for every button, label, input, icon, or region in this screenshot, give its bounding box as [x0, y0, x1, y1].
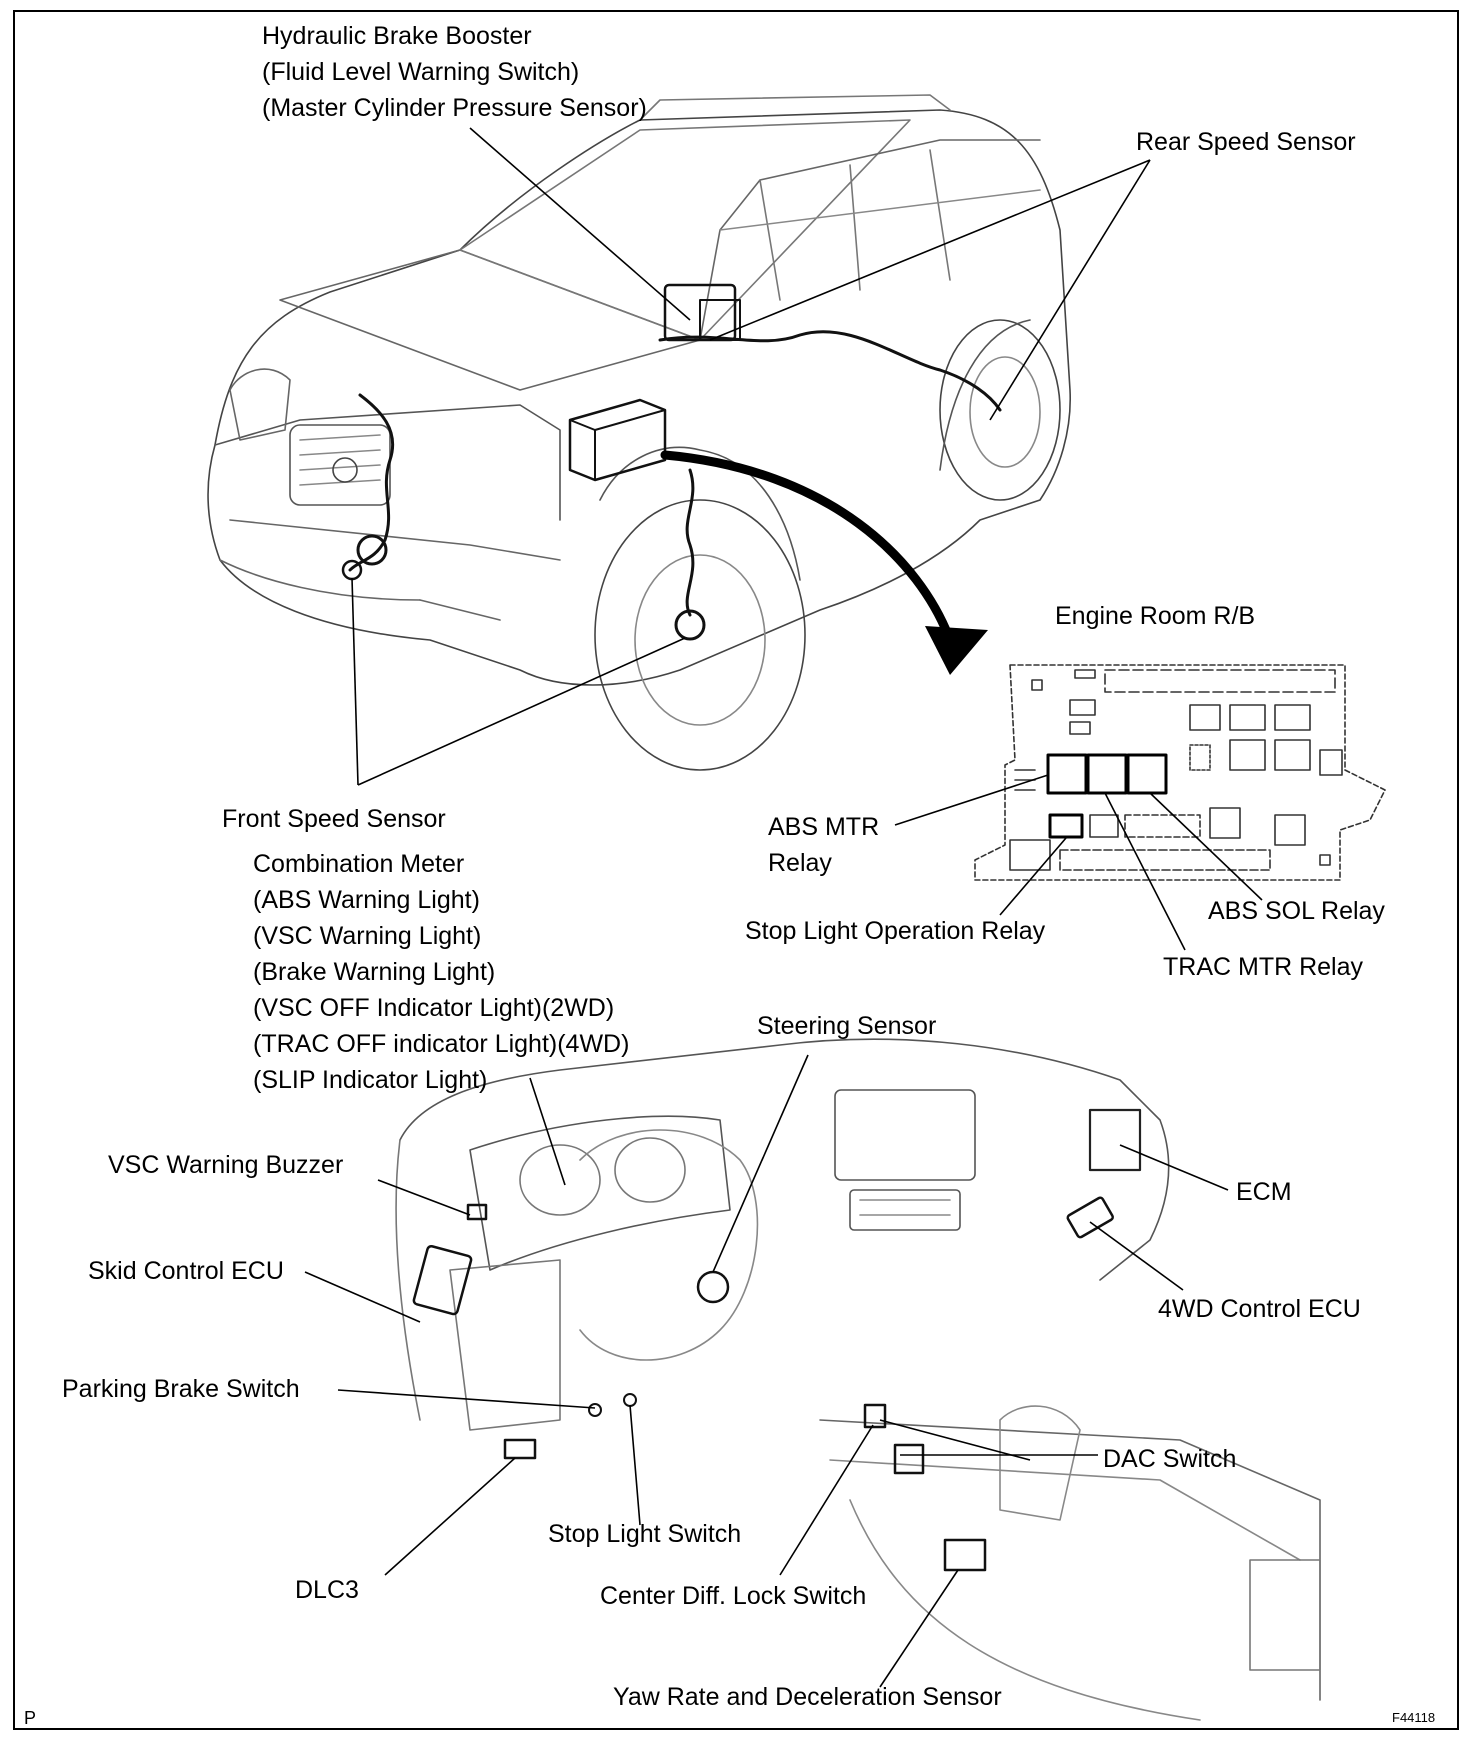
- dlc3-label: DLC3: [295, 1576, 359, 1604]
- 4wd-control-ecu-label: 4WD Control ECU: [1158, 1295, 1361, 1323]
- figure-code: F44118: [1392, 1710, 1436, 1725]
- interior-illustration: [395, 1038, 1321, 1721]
- skid-control-ecu-label: Skid Control ECU: [88, 1257, 284, 1285]
- abs-sol-relay-label: ABS SOL Relay: [1208, 897, 1385, 925]
- vehicle-illustration: [207, 94, 1072, 771]
- engine-room-rb-label: Engine Room R/B: [1055, 602, 1256, 630]
- rear-speed-sensor-label: Rear Speed Sensor: [1136, 128, 1356, 156]
- arrow-to-engine-room-rb: [660, 450, 988, 675]
- hydraulic-brake-booster-label: Hydraulic Brake Booster (Fluid Level War…: [262, 22, 647, 122]
- abs-mtr-relay-label: ABS MTR Relay: [768, 813, 880, 877]
- stop-light-operation-relay-label: Stop Light Operation Relay: [745, 917, 1046, 945]
- combination-meter-label: Combination Meter (ABS Warning Light) (V…: [253, 850, 630, 1094]
- yaw-rate-deceleration-sensor-label: Yaw Rate and Deceleration Sensor: [613, 1683, 1002, 1711]
- steering-sensor-label: Steering Sensor: [757, 1012, 937, 1040]
- ecm-label: ECM: [1236, 1178, 1292, 1206]
- vsc-warning-buzzer-label: VSC Warning Buzzer: [108, 1151, 344, 1179]
- dac-switch-label: DAC Switch: [1103, 1445, 1237, 1473]
- corner-letter: P: [24, 1708, 37, 1728]
- trac-mtr-relay-label: TRAC MTR Relay: [1163, 953, 1364, 981]
- parking-brake-switch-label: Parking Brake Switch: [62, 1375, 300, 1403]
- leader-lines: [304, 127, 1263, 1688]
- engine-room-rb-illustration: [974, 664, 1386, 881]
- stop-light-switch-label: Stop Light Switch: [548, 1520, 742, 1548]
- center-diff-lock-switch-label: Center Diff. Lock Switch: [600, 1582, 867, 1610]
- diagram-frame: [13, 10, 1459, 1730]
- front-speed-sensor-label: Front Speed Sensor: [222, 805, 446, 833]
